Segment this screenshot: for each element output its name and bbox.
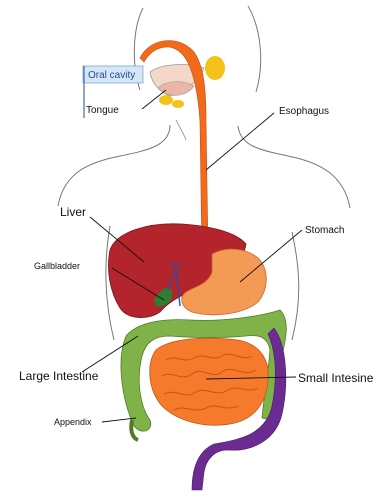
label-esophagus: Esophagus [279, 106, 329, 117]
label-appendix: Appendix [54, 417, 92, 427]
leader-esophagus [206, 113, 274, 170]
label-tongue: Tongue [86, 105, 119, 116]
label-large-intestine: Large Intestine [19, 369, 99, 383]
salivary-gland-shape [205, 56, 225, 80]
small-intestine-shape [150, 338, 269, 425]
label-small-intestine: Small Intesine [298, 371, 374, 385]
label-oral-cavity: Oral cavity [88, 70, 135, 81]
label-gallbladder: Gallbladder [34, 261, 80, 271]
label-liver: Liver [60, 205, 86, 219]
mouth-region [150, 56, 225, 140]
label-stomach: Stomach [305, 225, 344, 236]
